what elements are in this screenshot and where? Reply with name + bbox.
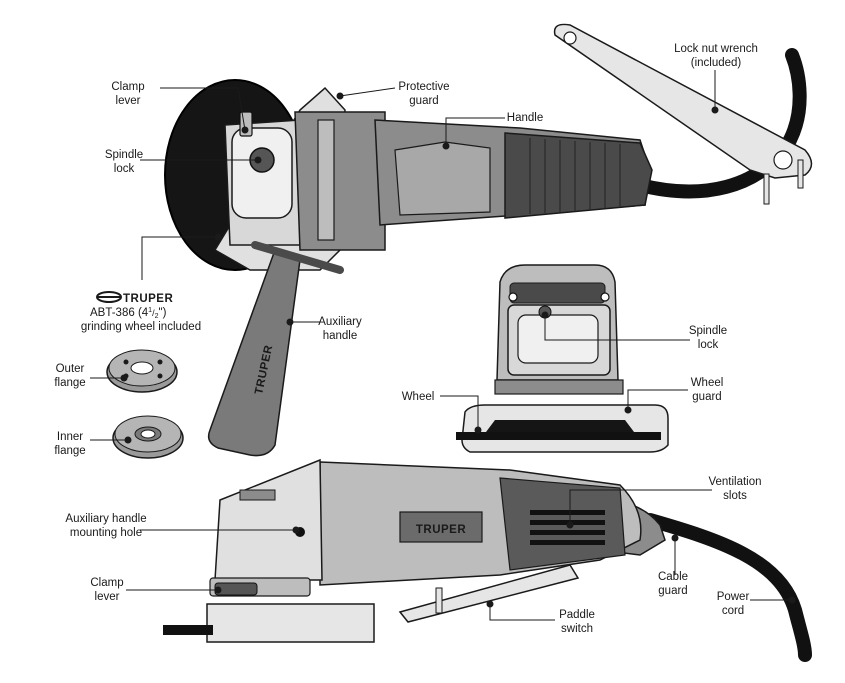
brand-badge <box>399 511 483 543</box>
label-line: Wheel <box>691 377 724 389</box>
label-auxiliary-handle: Auxiliary handle <box>318 316 362 342</box>
label-spindle-lock-top: Spindle lock <box>105 149 143 175</box>
label-clamp-lever-bottom: Clamp lever <box>90 577 123 603</box>
label-line: flange <box>54 445 85 457</box>
label-line: Spindle <box>689 325 727 337</box>
label-lock-nut-wrench: Lock nut wrench (included) <box>674 43 758 69</box>
label-line: slots <box>723 490 747 502</box>
neck-band <box>317 119 335 241</box>
label-line: Lock nut wrench <box>674 43 758 55</box>
paddle-switch-shape <box>398 564 580 623</box>
label-line: switch <box>561 623 593 635</box>
bottom-gear-head <box>214 458 323 581</box>
wrench-pin-right <box>797 159 804 189</box>
label-aux-handle-hole: Auxiliary handle mounting hole <box>65 513 146 539</box>
label-paddle-switch: Paddle switch <box>559 609 595 635</box>
front-gear-cover <box>517 314 599 364</box>
lock-nut-wrench <box>553 23 813 205</box>
label-clamp-lever-top: Clamp lever <box>111 81 144 107</box>
label-inner-flange: Inner flange <box>54 431 85 457</box>
label-line: Cable <box>658 571 688 583</box>
label-wheel-guard: Wheel guard <box>691 377 724 403</box>
front-wheel <box>456 432 661 440</box>
label-line: (included) <box>691 57 742 69</box>
label-line: flange <box>54 377 85 389</box>
wrench-body <box>553 23 813 179</box>
label-cable-guard: Cable guard <box>658 571 688 597</box>
auxiliary-handle-shape <box>207 249 301 457</box>
label-line: Wheel <box>402 391 435 403</box>
label-line: Inner <box>57 431 83 443</box>
aux-handle-mount <box>251 241 344 274</box>
label-wheel: Wheel <box>402 391 435 403</box>
label-outer-flange: Outer flange <box>54 363 85 389</box>
wheel-model-text: ABT-386 (41/2") <box>90 307 167 320</box>
inner-flange-part <box>112 415 184 459</box>
label-line: mounting hole <box>70 527 142 539</box>
outer-flange-part <box>106 349 178 393</box>
grip-ribs <box>529 138 621 214</box>
label-line: cord <box>722 605 744 617</box>
label-line: lock <box>114 163 135 175</box>
label-line: Ventilation <box>708 476 761 488</box>
front-collar <box>494 379 624 395</box>
label-line: Clamp <box>111 81 144 93</box>
label-line: Clamp <box>90 577 123 589</box>
label-line: Handle <box>507 112 543 124</box>
bottom-wheel-edge <box>163 625 213 635</box>
label-power-cord: Power cord <box>717 591 750 617</box>
label-line: Spindle <box>105 149 143 161</box>
label-handle: Handle <box>507 112 543 124</box>
label-ventilation-slots: Ventilation slots <box>708 476 761 502</box>
label-spindle-lock-front: Spindle lock <box>689 325 727 351</box>
front-vent <box>509 282 606 304</box>
wrench-jaw <box>773 150 793 170</box>
label-line: handle <box>323 330 358 342</box>
label-line: Auxiliary <box>318 316 362 328</box>
bottom-wheel-guard <box>206 603 375 643</box>
label-protective-guard: Protective guard <box>398 81 449 107</box>
leader-lines <box>90 70 796 621</box>
badge-brand-text: TRUPER <box>416 524 466 536</box>
truper-wheel-info: TRUPER ABT-386 (41/2") grinding wheel in… <box>81 291 201 333</box>
label-line: lever <box>95 591 120 603</box>
bottom-power-cord <box>643 513 812 662</box>
wrench-hole <box>563 31 577 45</box>
wheel-included-text: grinding wheel included <box>81 321 201 333</box>
bottom-grinder: TRUPER <box>163 458 812 662</box>
motor-neck <box>294 111 386 251</box>
label-line: lock <box>698 339 719 351</box>
label-line: Auxiliary handle <box>65 513 146 525</box>
ventilation-slots-shape <box>530 510 605 545</box>
label-line: Paddle <box>559 609 595 621</box>
front-view-grinder <box>456 264 669 453</box>
label-line: Protective <box>398 81 449 93</box>
label-line: guard <box>409 95 438 107</box>
rear-grip <box>504 132 653 219</box>
truper-logo-text: TRUPER <box>123 293 173 305</box>
wrench-pin-left <box>763 173 770 205</box>
gear-cover <box>231 127 293 219</box>
label-line: lever <box>116 95 141 107</box>
label-line: guard <box>658 585 687 597</box>
top-grinder: TRUPER <box>164 48 807 457</box>
label-line: Power <box>717 591 750 603</box>
body-panel <box>394 141 491 216</box>
label-line: guard <box>692 391 721 403</box>
label-line: Outer <box>56 363 85 375</box>
